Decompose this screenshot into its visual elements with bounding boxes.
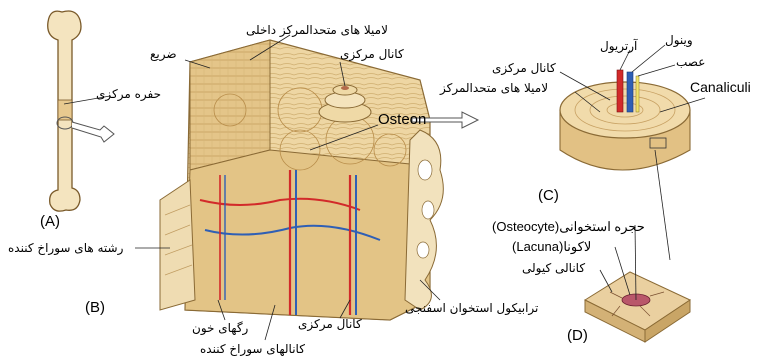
label-medullary-cavity: حفره مرکزی <box>96 88 161 100</box>
label-artery: آرتریول <box>600 40 637 52</box>
label-central-canal-bottom: کانال مرکزی <box>298 318 362 330</box>
label-central-canal-b: کانال مرکزی <box>340 48 404 60</box>
label-inner-circumferential-lamellae: لامیلا های متحدالمرکز داخلی <box>246 24 388 36</box>
label-lacuna: لاکونا(Lacuna) <box>512 240 591 253</box>
label-central-canal-c: کانال مرکزی <box>492 62 556 74</box>
panel-label-b: (B) <box>85 300 105 315</box>
label-perforating-fibers: رشته های سوراخ کننده <box>8 242 123 254</box>
label-osteon: Osteon <box>378 112 426 127</box>
lacuna-detail <box>585 272 690 342</box>
spongy-bone <box>405 130 443 310</box>
label-blood-vessels: رگهای خون <box>192 322 248 334</box>
label-vein: وینول <box>665 34 693 46</box>
long-bone-illustration <box>48 11 114 211</box>
panel-label-a: (A) <box>40 214 60 229</box>
panel-label-d: (D) <box>567 328 588 343</box>
label-osteocyte: حجره استخوانی(Osteocyte) <box>492 220 645 233</box>
label-perforating-canals: کانالهای سوراخ کننده <box>200 343 305 355</box>
osteon-cross-section <box>560 70 690 170</box>
label-spongy-trabeculae: ترابیکول استخوان اسفنجی <box>405 302 538 314</box>
compact-bone-block <box>185 40 430 320</box>
panel-label-c: (C) <box>538 188 559 203</box>
periosteum-flap <box>160 180 195 310</box>
label-periosteum: ضریع <box>150 48 177 60</box>
label-concentric-lamellae: لامیلا های متحدالمرکز <box>440 82 548 94</box>
label-canaliculi-fa: کانالی کیولی <box>522 262 585 274</box>
label-canaliculi: Canaliculi <box>690 80 751 94</box>
label-nerve: عصب <box>676 56 705 68</box>
